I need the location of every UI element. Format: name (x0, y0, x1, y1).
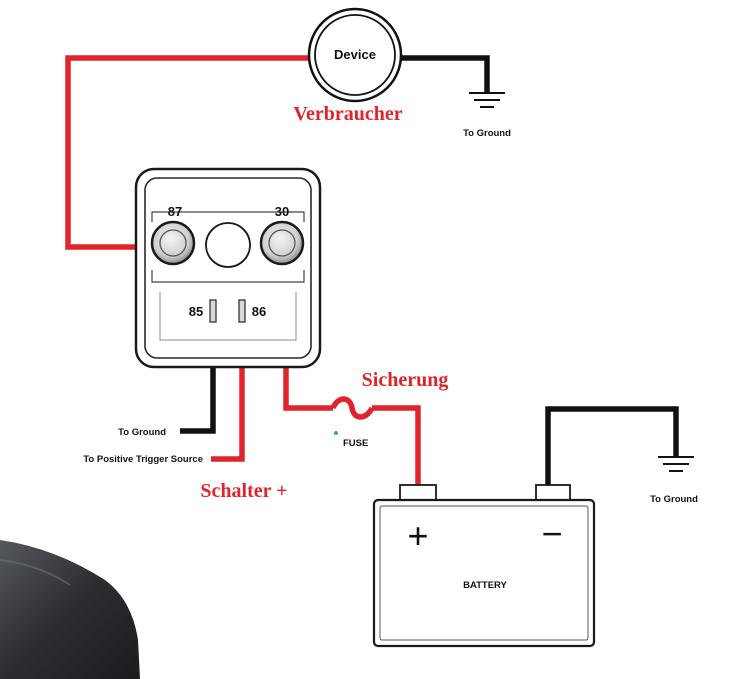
wire-battery-minus-to-ground (545, 406, 679, 486)
fuse-symbol-icon (330, 396, 375, 420)
pin-30-label: 30 (275, 204, 289, 219)
battery-minus-symbol: − (541, 513, 562, 554)
relay-center-socket (205, 222, 251, 268)
trigger-ground-label: To Ground (118, 427, 166, 438)
battery: + − BATTERY (372, 484, 596, 648)
trigger-positive-label: To Positive Trigger Source (83, 454, 203, 465)
device-label: Device (334, 47, 376, 62)
trigger-annotation: Schalter + (200, 480, 287, 502)
relay-terminal-icon (259, 220, 305, 266)
pin-85-label: 85 (189, 304, 203, 319)
ground-symbol-icon (469, 92, 505, 108)
relay: 87 30 85 86 (134, 167, 322, 369)
device-ground-label: To Ground (463, 128, 511, 139)
battery-plus-symbol: + (407, 515, 428, 556)
fuse-annotation: Sicherung (362, 369, 449, 391)
device-annotation: Verbraucher (293, 103, 402, 125)
pin-86-blade (238, 299, 246, 323)
battery-label: BATTERY (463, 580, 507, 591)
pin-86-label: 86 (252, 304, 266, 319)
wire-87-to-device (65, 55, 310, 250)
wire-fuse-to-battery-plus (372, 405, 421, 486)
battery-ground-label: To Ground (650, 494, 698, 505)
pin-87-label: 87 (168, 204, 182, 219)
pin-85-blade (209, 299, 217, 323)
ground-symbol-icon (658, 456, 694, 472)
device: Device (307, 7, 403, 103)
relay-terminal-icon (150, 220, 196, 266)
relay-photo-fragment (0, 540, 140, 679)
wire-device-to-ground (400, 55, 490, 92)
fuse-label: FUSE (343, 438, 368, 449)
fuse-marker-dot (334, 431, 338, 435)
